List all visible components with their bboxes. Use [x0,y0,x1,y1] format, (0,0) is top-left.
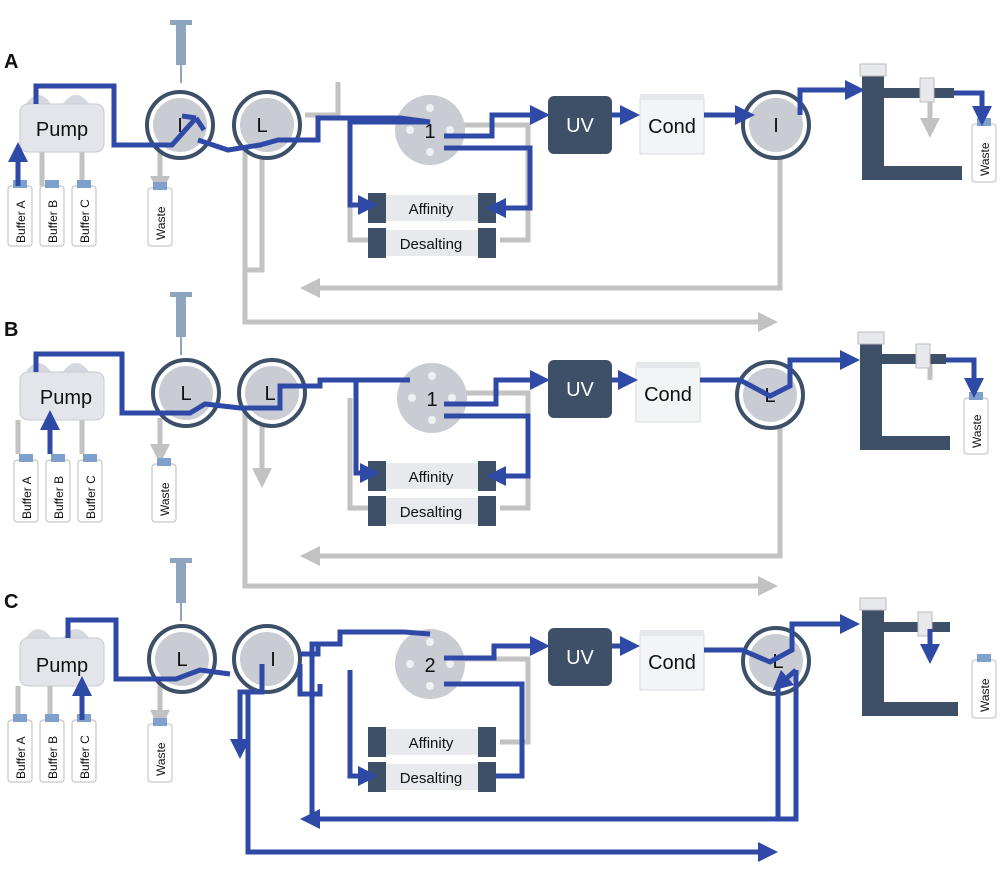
syringe-icon [170,292,192,355]
buffer-c-label: Buffer C [84,475,98,519]
column-valve-label: 1 [426,389,437,411]
affinity-label: Affinity [409,469,454,486]
waste-bottle-left: Waste [147,182,173,247]
uv-detector: UV [548,96,612,154]
waste-left-label: Waste [154,206,168,240]
valve-1-label: L [180,383,191,405]
waste-left-label: Waste [154,742,168,776]
fraction-collector-icon [859,63,962,180]
desalting-label: Desalting [400,236,463,253]
valve-1: L [151,358,221,428]
valve-1-label: L [176,649,187,671]
waste-right-label: Waste [970,414,984,448]
desalting-label: Desalting [400,504,463,521]
syringe-icon [170,20,192,83]
panel-letter: C [4,591,18,613]
buffer-b-label: Buffer B [46,736,60,779]
valve-1: L [147,624,217,694]
uv-label: UV [566,115,594,137]
uv-detector: UV [548,360,612,418]
pump-label: Pump [40,387,92,409]
uv-label: UV [566,647,594,669]
active-flow-lines [65,614,940,862]
active-flow-lines [8,80,992,218]
buffer-a-label: Buffer A [14,201,28,243]
columns: Affinity Desalting [368,461,496,526]
uv-detector: UV [548,628,612,686]
buffer-b-label: Buffer B [52,476,66,519]
valve-2-label: I [270,649,276,671]
affinity-label: Affinity [409,201,454,218]
cond-label: Cond [648,116,696,138]
valve-2: I [232,624,302,694]
valve-2-label: L [256,115,267,137]
waste-right-label: Waste [978,142,992,176]
buffer-c-label: Buffer C [78,199,92,243]
cond-label: Cond [648,652,696,674]
uv-label: UV [566,379,594,401]
column-valve: 1 [397,363,467,433]
waste-left-label: Waste [158,482,172,516]
buffer-bottles: Buffer A Buffer B Buffer C [13,454,103,523]
waste-bottle-left: Waste [151,458,177,523]
waste-bottle-left: Waste [147,718,173,783]
buffer-bottles: Buffer A Buffer B Buffer C [7,180,97,247]
waste-bottle-right: Waste [971,654,997,719]
fraction-collector-icon [857,331,950,450]
valve-1-label: I [177,115,183,137]
cond-label: Cond [644,384,692,406]
column-valve: 1 [395,95,465,165]
outlet-valve-label: L [772,651,783,673]
affinity-label: Affinity [409,735,454,752]
active-flow-lines [33,350,984,486]
column-valve-label: 2 [424,655,435,677]
valve-2: L [237,358,307,428]
panel-letter: A [4,51,18,73]
cond-monitor: Cond [639,94,705,155]
panel-b: B Pump Buffer A [4,292,989,596]
pump-icon: Pump [19,95,105,153]
syringe-icon [170,558,192,621]
panel-c: C Pump Buffer A Buffer B [4,558,997,862]
buffer-a-label: Buffer A [20,477,34,519]
columns: Affinity Desalting [368,727,496,792]
waste-right-label: Waste [978,678,992,712]
cond-monitor: Cond [639,630,705,691]
outlet-valve: I [741,90,811,160]
pump-icon: Pump [19,629,105,687]
valve-1: I [145,90,215,160]
waste-bottle-right: Waste [963,392,989,455]
buffer-a-label: Buffer A [14,737,28,779]
pump-icon: Pump [19,363,105,421]
column-valve-label: 1 [424,121,435,143]
buffer-bottles: Buffer A Buffer B Buffer C [7,714,97,783]
panel-letter: B [4,319,18,341]
fraction-collector-icon [859,597,958,716]
panel-a: A Pump [4,20,997,332]
desalting-label: Desalting [400,770,463,787]
pump-label: Pump [36,655,88,677]
pump-label: Pump [36,119,88,141]
outlet-valve-label: I [773,115,779,137]
waste-bottle-right: Waste [971,118,997,183]
cond-monitor: Cond [635,362,701,423]
buffer-c-label: Buffer C [78,735,92,779]
columns: Affinity Desalting [368,193,496,258]
buffer-b-label: Buffer B [46,200,60,243]
valve-2-label: L [264,383,275,405]
column-valve: 2 [395,629,465,699]
